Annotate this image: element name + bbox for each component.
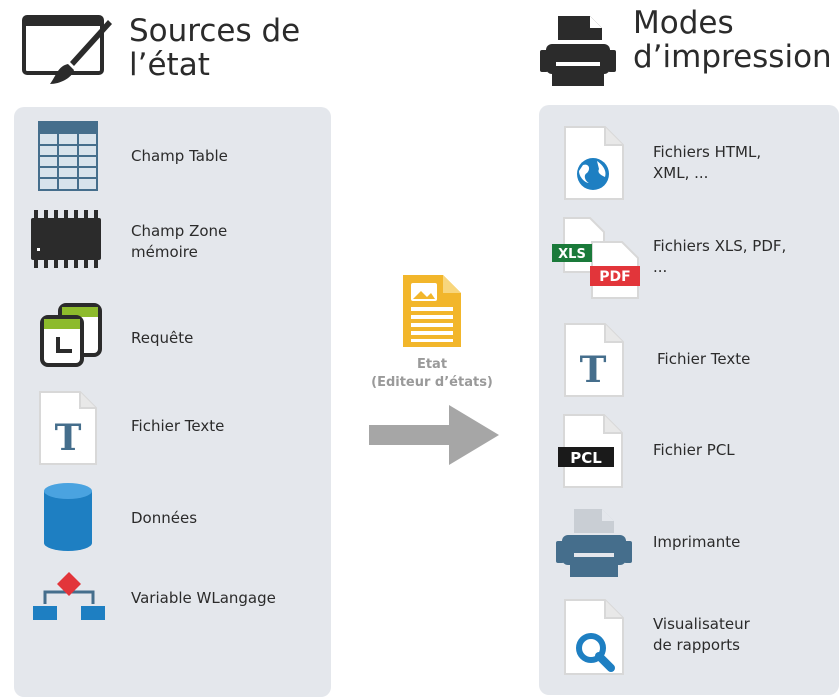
print-modes-panel xyxy=(539,105,839,695)
source-label-variable: Variable WLangage xyxy=(131,589,276,607)
svg-text:T: T xyxy=(55,417,82,459)
source-label-query: Requête xyxy=(131,329,194,347)
svg-text:T: T xyxy=(580,349,607,391)
printer-header-icon xyxy=(538,12,618,92)
html-file-icon xyxy=(563,125,625,201)
right-title: Modes d’impression xyxy=(633,5,832,75)
report-viewer-icon xyxy=(563,598,633,680)
pdf-badge: PDF xyxy=(599,269,630,285)
report-editor-icon xyxy=(22,14,114,94)
mode-label-text-file: Fichier Texte xyxy=(657,350,751,368)
source-label-table: Champ Table xyxy=(131,147,228,165)
xls-badge: XLS xyxy=(558,247,586,262)
mode-label-xls-pdf: Fichiers XLS, PDF, ... xyxy=(653,237,787,276)
left-title: Sources de l’état xyxy=(129,13,301,83)
report-document-icon xyxy=(401,273,463,349)
memory-chip-icon xyxy=(31,208,101,270)
pcl-file-icon: PCL xyxy=(558,413,624,489)
database-icon xyxy=(42,481,94,553)
mode-label-pcl: Fichier PCL xyxy=(653,441,735,459)
mode-label-report-viewer: Visualisateur de rapports xyxy=(653,615,750,654)
variable-tree-icon xyxy=(31,570,107,622)
query-icon xyxy=(38,303,104,369)
text-file-icon: T xyxy=(563,322,625,398)
printer-icon xyxy=(556,507,632,579)
right-arrow-icon xyxy=(369,405,501,465)
center-label: Etat (Editeur d’états) xyxy=(371,357,493,390)
mode-label-html: Fichiers HTML, XML, ... xyxy=(653,143,762,182)
source-label-text-file: Fichier Texte xyxy=(131,417,225,435)
xls-pdf-icon: XLS PDF xyxy=(552,216,644,300)
table-icon xyxy=(38,121,98,191)
source-label-data: Données xyxy=(131,509,198,527)
text-file-icon: T xyxy=(38,390,98,466)
source-label-memory-zone: Champ Zone mémoire xyxy=(131,222,228,261)
mode-label-printer: Imprimante xyxy=(653,533,741,551)
pcl-badge: PCL xyxy=(570,449,602,467)
